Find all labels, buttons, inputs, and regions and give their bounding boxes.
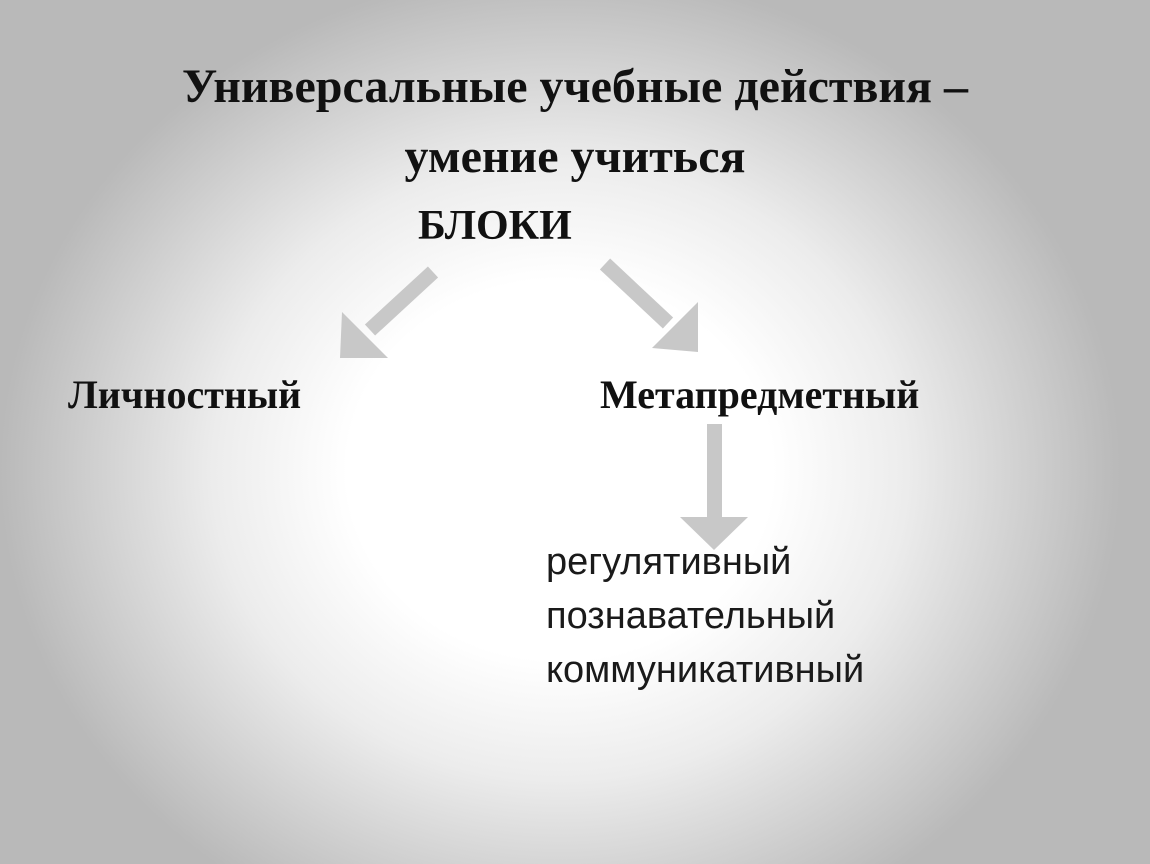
arrow-to-sub-blocks — [680, 424, 748, 550]
slide-title: Универсальные учебные действия – умение … — [0, 52, 1150, 192]
metasubject-sub-blocks: регулятивный познавательный коммуникатив… — [546, 535, 864, 697]
title-line-2: умение учиться — [404, 130, 746, 183]
block-metasubject: Метапредметный — [600, 372, 920, 417]
block-personal: Личностный — [68, 372, 302, 417]
blocks-heading: БЛОКИ — [418, 203, 572, 249]
sub-block-communicative: коммуникативный — [546, 649, 865, 691]
arrow-to-metasubject — [599, 258, 698, 352]
sub-block-regulatory: регулятивный — [546, 541, 792, 583]
sub-block-cognitive: познавательный — [546, 595, 836, 637]
arrow-to-personal — [340, 266, 439, 358]
title-line-1: Универсальные учебные действия – — [181, 60, 969, 113]
